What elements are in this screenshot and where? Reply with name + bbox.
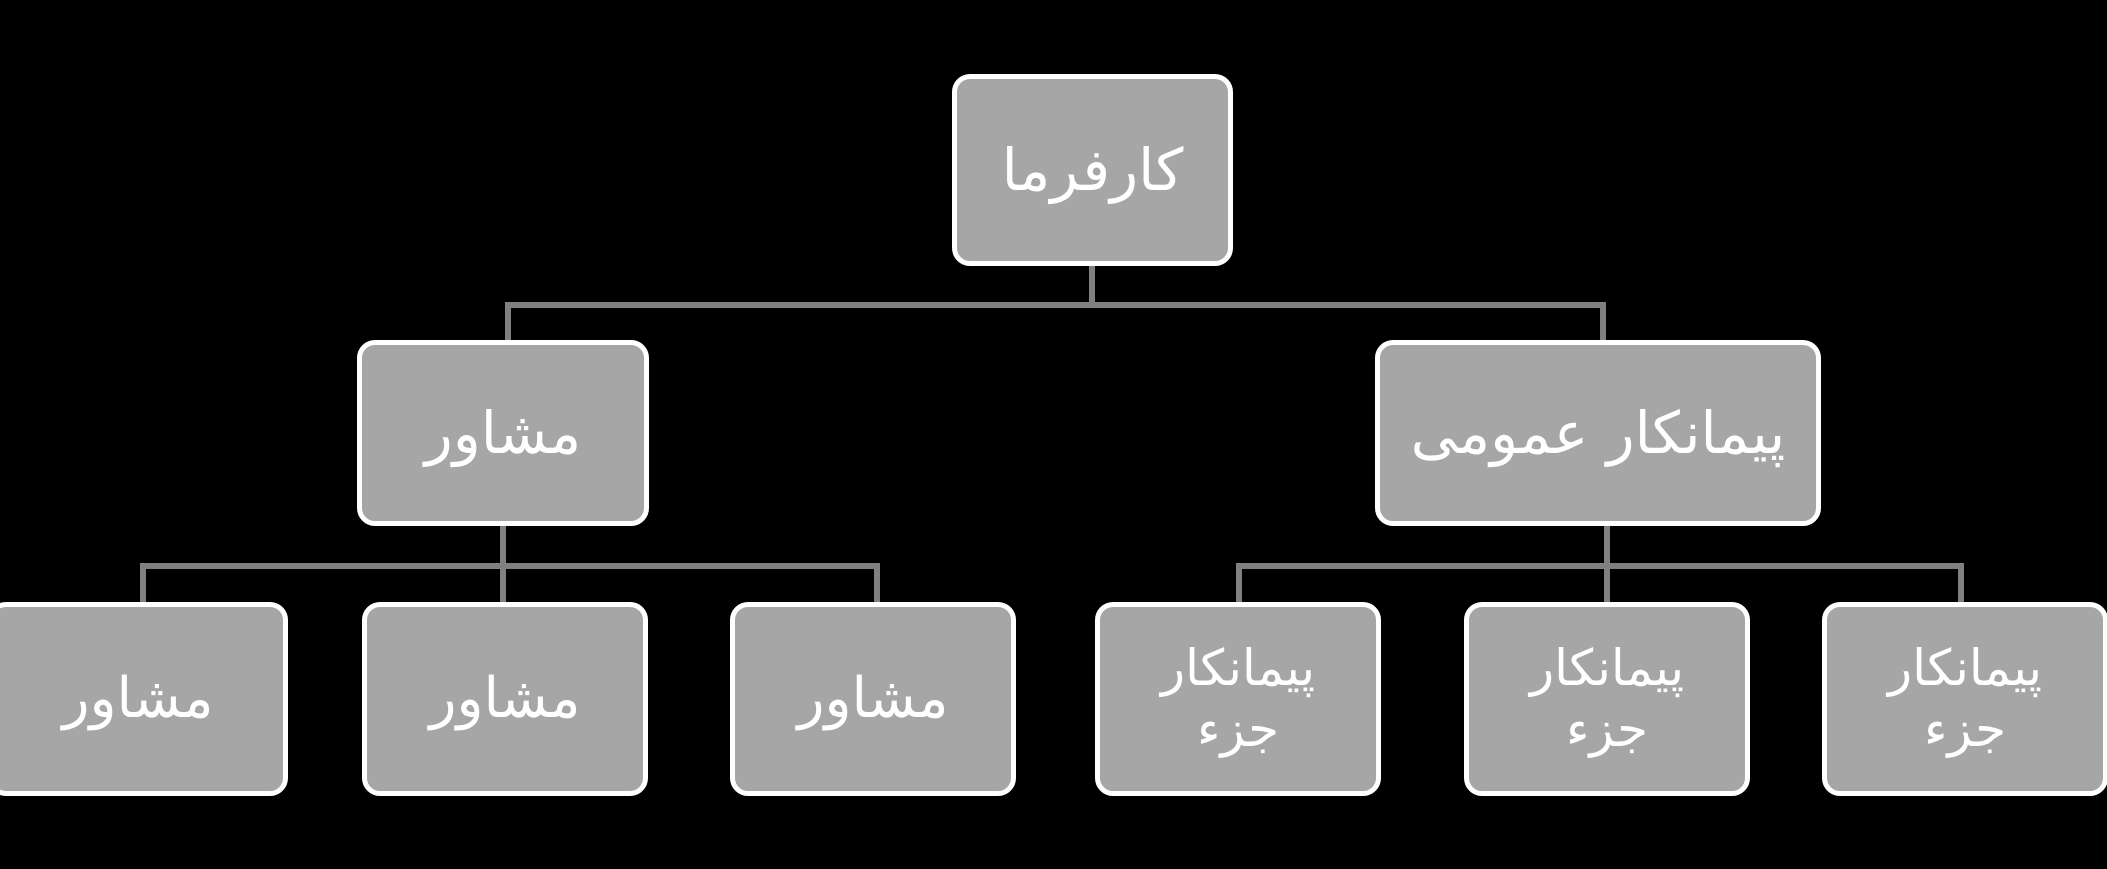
node-consultant-3-label: مشاور <box>797 665 949 731</box>
node-consultant[interactable]: مشاور <box>357 340 649 526</box>
connector-to-subcontractor-3 <box>1958 563 1964 609</box>
connector-to-consultant-3 <box>874 563 880 609</box>
connector-consultant-stem <box>500 522 506 568</box>
node-subcontractor-1-label: پیمانکار جزء <box>1160 639 1316 758</box>
connector-to-consultant-2 <box>500 563 506 609</box>
node-consultant-1-label: مشاور <box>62 665 214 731</box>
connector-consultant-bus <box>140 563 880 569</box>
node-subcontractor-2-label: پیمانکار جزء <box>1529 639 1685 758</box>
node-general-contractor[interactable]: پیمانکار عمومی <box>1375 340 1821 526</box>
node-subcontractor-3-label: پیمانکار جزء <box>1887 639 2043 758</box>
node-consultant-label: مشاور <box>424 398 582 467</box>
node-general-contractor-label: پیمانکار عمومی <box>1410 398 1786 467</box>
connector-general-contractor-stem <box>1604 522 1610 568</box>
connector-to-consultant <box>505 302 511 346</box>
connector-root-stem <box>1089 262 1095 306</box>
connector-subcontractor-bus <box>1236 563 1964 569</box>
connector-to-subcontractor-2 <box>1604 563 1610 609</box>
node-consultant-1[interactable]: مشاور <box>0 602 288 796</box>
node-consultant-2-label: مشاور <box>429 665 581 731</box>
node-employer[interactable]: کارفرما <box>952 74 1233 266</box>
node-subcontractor-3[interactable]: پیمانکار جزء <box>1822 602 2107 796</box>
node-consultant-3[interactable]: مشاور <box>730 602 1016 796</box>
connector-to-general-contractor <box>1600 302 1606 346</box>
node-subcontractor-1[interactable]: پیمانکار جزء <box>1095 602 1381 796</box>
node-subcontractor-2[interactable]: پیمانکار جزء <box>1464 602 1750 796</box>
connector-level2-bus <box>505 302 1606 308</box>
connector-to-consultant-1 <box>140 563 146 609</box>
node-employer-label: کارفرما <box>1001 135 1184 204</box>
connector-to-subcontractor-1 <box>1236 563 1242 609</box>
node-consultant-2[interactable]: مشاور <box>362 602 648 796</box>
